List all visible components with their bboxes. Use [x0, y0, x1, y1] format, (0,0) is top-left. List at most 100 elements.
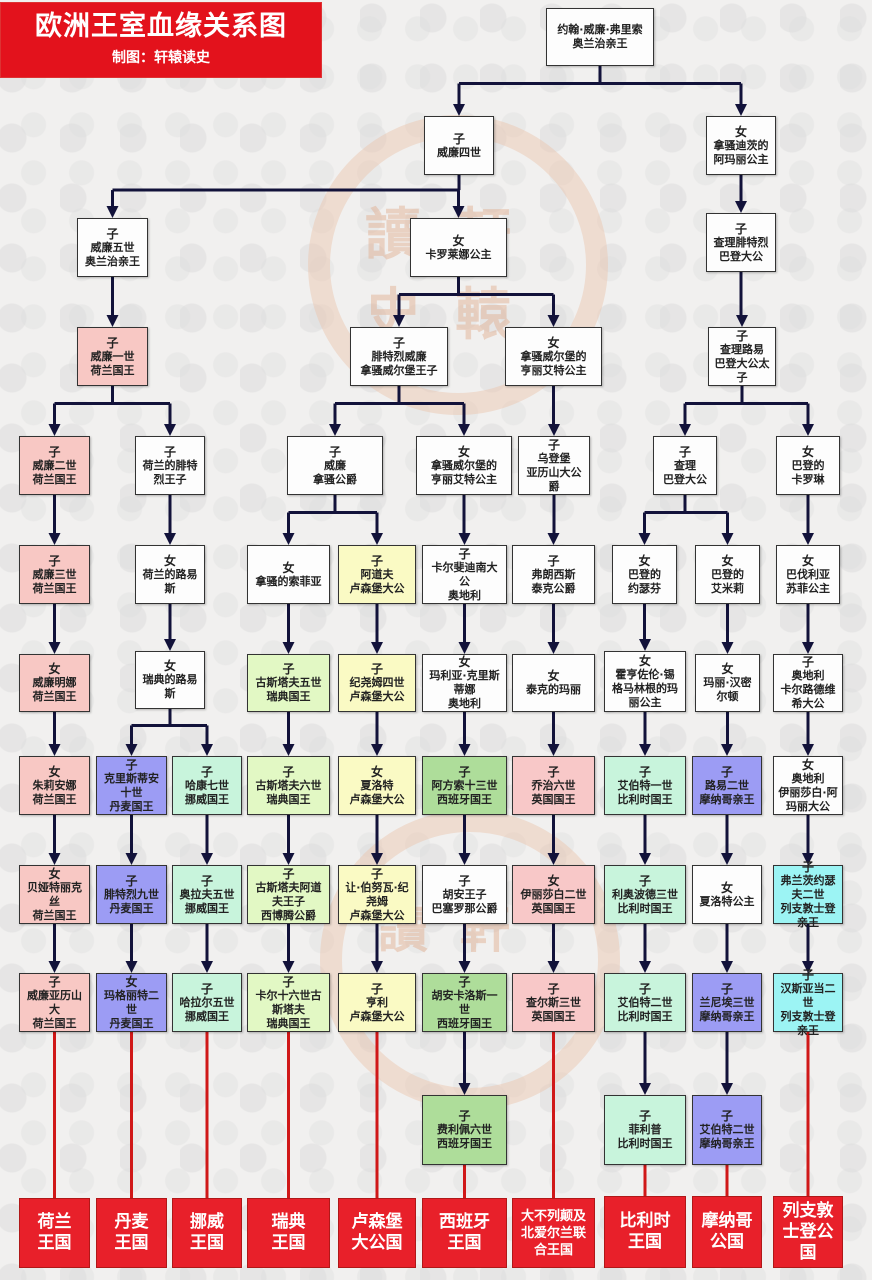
gender-label: 子 [370, 662, 383, 676]
person-node: 女玛丽·汉密 尔顿 [695, 654, 760, 712]
gender-label: 女 [452, 233, 465, 248]
person-name: 奥拉夫五世 挪威国王 [179, 887, 235, 915]
gender-label: 女 [370, 764, 383, 779]
person-name: 卡尔十六世古 斯塔夫 瑞典国王 [255, 988, 322, 1030]
gender-label: 子 [282, 866, 295, 881]
person-node: 女拿骚迪茨的 阿玛丽公主 [706, 116, 776, 175]
person-node: 女玛格丽特二 世 丹麦国王 [96, 973, 167, 1032]
gender-label: 女 [547, 669, 560, 683]
gender-label: 子 [163, 444, 176, 459]
person-node: 子奥地利 卡尔路德维 希大公 [773, 654, 843, 712]
person-name: 查尔斯三世 英国国王 [526, 995, 581, 1023]
person-name: 夏洛特公主 [699, 894, 755, 908]
chart-title-banner: 欧洲王室血缘关系图 制图：轩辕读史 [0, 2, 322, 78]
country-node: 瑞典 王国 [247, 1198, 330, 1268]
person-name: 瑞典的路易 斯 [142, 673, 198, 700]
person-node: 子弗朗西斯 泰克公爵 [512, 545, 595, 604]
person-node: 子哈拉尔五世 挪威国王 [172, 973, 242, 1032]
person-name: 泰克的玛丽 [526, 683, 581, 696]
person-name: 纪尧姆四世 卢森堡大公 [349, 676, 405, 703]
gender-label: 子 [282, 764, 295, 779]
person-name: 哈康七世 挪威国王 [185, 778, 229, 806]
person-name: 腓特烈威廉 拿骚威尔堡王子 [360, 349, 438, 377]
person-node: 女荷兰的路易 斯 [135, 545, 205, 604]
person-name: 弗朗西斯 泰克公爵 [531, 567, 576, 595]
person-node: 子汉斯亚当二 世 列支敦士登 亲王 [773, 968, 843, 1037]
gender-label: 子 [678, 444, 691, 459]
gender-label: 女 [48, 764, 61, 779]
gender-label: 子 [370, 866, 383, 881]
person-node: 子阿方索十三世 西班牙国王 [422, 756, 507, 815]
gender-label: 女 [458, 655, 471, 669]
gender-label: 女 [163, 553, 176, 568]
person-name: 玛利亚·克里斯 蒂娜 奥地利 [429, 669, 500, 710]
country-node: 丹麦 王国 [96, 1198, 167, 1268]
gender-label: 女 [721, 553, 734, 568]
person-node: 女卡罗莱娜公主 [410, 218, 507, 277]
person-name: 亨利 卢森堡大公 [349, 995, 405, 1023]
person-node: 女巴登的 卡罗琳 [776, 436, 840, 495]
gender-label: 女 [48, 866, 61, 881]
gender-label: 子 [200, 981, 213, 996]
country-node: 摩纳哥 公国 [692, 1196, 762, 1268]
gender-label: 子 [801, 655, 814, 669]
person-node: 子威廉五世 奥兰治亲王 [77, 218, 148, 277]
person-name: 古斯塔夫阿道 夫王子 西博腾公爵 [255, 880, 322, 922]
person-name: 兰尼埃三世 摩纳哥亲王 [699, 995, 755, 1023]
person-node: 子奥拉夫五世 挪威国王 [172, 865, 242, 924]
person-name: 艾伯特一世 比利时国王 [617, 778, 673, 806]
person-node: 子亨利 卢森堡大公 [338, 973, 416, 1032]
person-node: 子查理 巴登大公 [653, 436, 717, 495]
person-name: 查理路易 巴登大公太 子 [714, 342, 770, 384]
person-node: 女巴伐利亚 苏菲公主 [776, 545, 840, 604]
gender-label: 女 [801, 553, 814, 568]
person-name: 拿骚威尔堡的 亨丽艾特公主 [431, 458, 497, 486]
person-node: 子古斯塔夫六世 瑞典国王 [247, 756, 330, 815]
person-node: 子查理腓特烈 巴登大公 [706, 213, 776, 272]
person-name: 查理 巴登大公 [663, 458, 707, 486]
gender-label: 子 [370, 981, 383, 996]
country-node: 挪威 王国 [172, 1198, 242, 1268]
person-name: 乔治六世 英国国王 [531, 778, 576, 806]
person-node: 子威廉一世 荷兰国王 [77, 327, 148, 386]
person-node: 女玛利亚·克里斯 蒂娜 奥地利 [422, 654, 507, 712]
country-node: 大不列颠及 北爱尔兰联 合王国 [512, 1198, 595, 1268]
person-node: 女巴登的 艾米莉 [695, 545, 760, 604]
chart-title: 欧洲王室血缘关系图 [35, 11, 287, 42]
gender-label: 子 [200, 873, 213, 888]
person-node: 子让·伯努瓦·纪 尧姆 卢森堡大公 [338, 865, 416, 924]
gender-label: 子 [452, 131, 465, 146]
person-name: 威廉二世 荷兰国王 [32, 458, 77, 486]
person-node: 女瑞典的路易 斯 [135, 651, 205, 709]
gender-label: 子 [720, 764, 733, 779]
person-name: 威廉四世 [437, 145, 481, 159]
person-name: 费利佩六世 西班牙国王 [437, 1123, 492, 1150]
person-name: 贝娅特丽克 丝 荷兰国王 [27, 880, 82, 922]
person-node: 子卡尔十六世古 斯塔夫 瑞典国王 [247, 973, 330, 1032]
person-name: 查理腓特烈 巴登大公 [713, 235, 769, 263]
person-name: 古斯塔夫五世 瑞典国王 [255, 676, 322, 703]
person-node: 子古斯塔夫五世 瑞典国王 [247, 654, 330, 712]
person-node: 子艾伯特一世 比利时国王 [604, 756, 686, 815]
person-name: 巴伐利亚 苏菲公主 [786, 567, 830, 595]
person-node: 子卡尔斐迪南大 公 奥地利 [422, 545, 507, 604]
person-name: 威廉 拿骚公爵 [313, 458, 357, 486]
gender-label: 女 [282, 560, 295, 575]
gender-label: 子 [370, 553, 383, 568]
person-name: 巴登的 艾米莉 [711, 567, 744, 595]
gender-label: 子 [720, 1109, 733, 1123]
person-name: 巴登的 约瑟芬 [628, 567, 661, 595]
person-name: 威廉明娜 荷兰国王 [32, 676, 77, 703]
person-node: 子威廉三世 荷兰国王 [19, 545, 90, 604]
gender-label: 子 [638, 1109, 651, 1123]
person-node: 子威廉亚历山 大 荷兰国王 [19, 973, 90, 1032]
person-name: 玛丽·汉密 尔顿 [703, 676, 752, 703]
person-node: 子艾伯特二世 摩纳哥亲王 [692, 1095, 762, 1165]
person-name: 巴登的 卡罗琳 [791, 458, 825, 486]
gender-label: 子 [458, 873, 471, 888]
person-node: 女贝娅特丽克 丝 荷兰国王 [19, 865, 90, 924]
person-name: 霍亨佐伦·锡 格马林根的玛 丽公主 [612, 667, 678, 709]
person-node: 女夏洛特 卢森堡大公 [338, 756, 416, 815]
gender-label: 子 [458, 974, 471, 989]
person-name: 约翰·威廉·弗里索 奥兰治亲王 [557, 23, 643, 50]
